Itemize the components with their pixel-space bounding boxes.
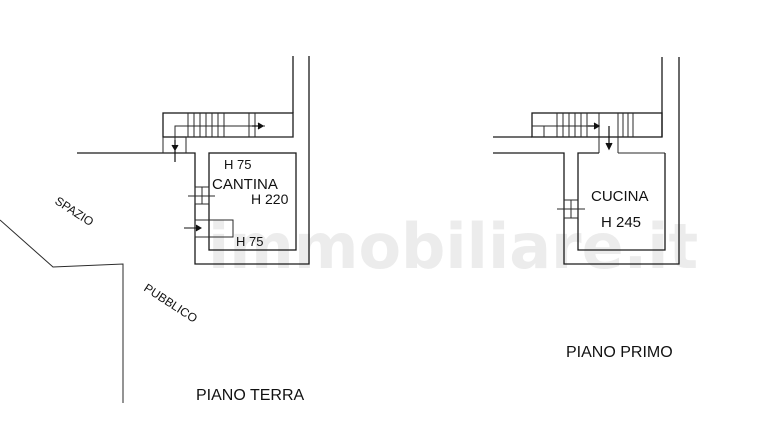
height-label: H 75 — [236, 234, 263, 249]
height-label: H 75 — [224, 157, 251, 172]
watermark: immobiliare.it — [208, 210, 698, 283]
staircase — [162, 112, 294, 138]
room-label-cantina: CANTINA — [212, 176, 278, 193]
stair-treads — [187, 113, 256, 137]
boundary-wall — [77, 56, 310, 265]
stair-arrow-icon — [588, 122, 601, 130]
floor-title-ground: PIANO TERRA — [196, 387, 305, 404]
stair-arrow-icon — [171, 140, 179, 162]
room-label-cucina: CUCINA — [591, 188, 649, 205]
staircase — [531, 112, 663, 138]
outdoor-label-pubblico: PUBBLICO — [141, 281, 200, 326]
street-boundary — [0, 219, 124, 403]
stair-treads — [556, 113, 634, 153]
outdoor-label-spazio: SPAZIO — [52, 194, 96, 229]
boundary-wall — [493, 57, 680, 265]
cucina-room — [577, 152, 666, 251]
room-height-label: H 245 — [601, 214, 641, 231]
room-height-label: H 220 — [251, 191, 289, 207]
stair-arrow-icon — [605, 126, 613, 151]
stair-arrow-icon — [252, 122, 265, 130]
floor-title-first: PIANO PRIMO — [566, 344, 673, 361]
first-floor-plan: CUCINA H 245 PIANO PRIMO — [493, 57, 680, 361]
